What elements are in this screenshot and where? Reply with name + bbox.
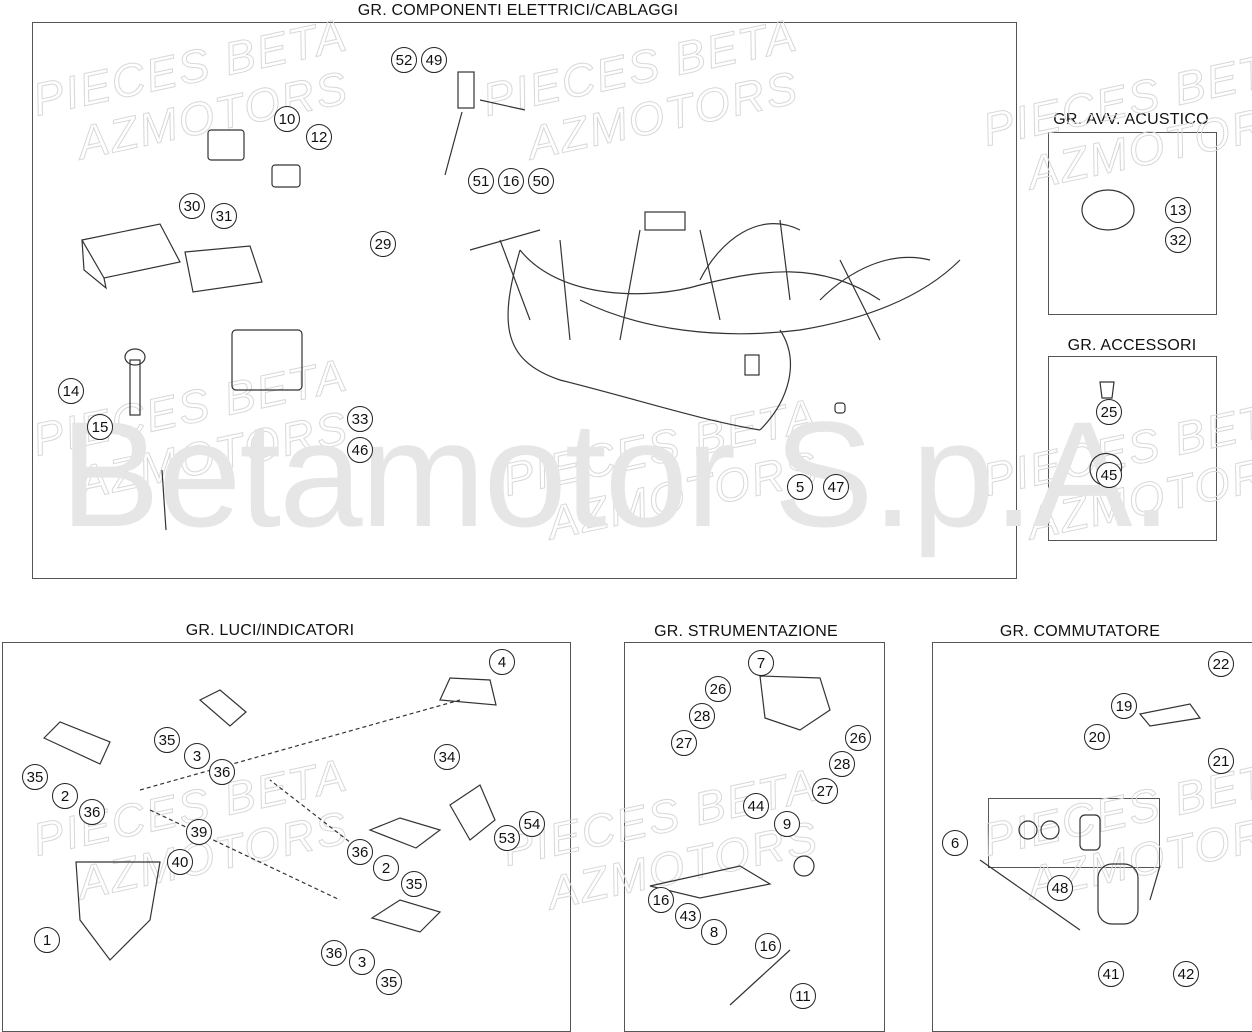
group-title-switch: GR. COMMUTATORE [999,623,1161,640]
part-callout[interactable]: 3 [184,743,210,769]
group-title-lights: GR. LUCI/INDICATORI [185,622,355,639]
part-callout[interactable]: 35 [376,969,402,995]
part-callout[interactable]: 52 [391,47,417,73]
part-callout[interactable]: 14 [58,378,84,404]
part-callout[interactable]: 36 [79,799,105,825]
part-callout[interactable]: 11 [790,983,816,1009]
part-callout[interactable]: 1 [34,927,60,953]
part-callout[interactable]: 31 [211,203,237,229]
part-callout[interactable]: 25 [1096,399,1122,425]
part-callout[interactable]: 53 [494,825,520,851]
part-callout[interactable]: 40 [167,849,193,875]
part-callout[interactable]: 5 [787,474,813,500]
group-title-accessories: GR. ACCESSORI [1067,337,1197,354]
part-callout[interactable]: 3 [349,949,375,975]
part-callout[interactable]: 10 [274,106,300,132]
part-callout[interactable]: 51 [468,168,494,194]
part-callout[interactable]: 16 [648,887,674,913]
part-callout[interactable]: 36 [209,759,235,785]
part-callout[interactable]: 42 [1173,961,1199,987]
group-title-instruments: GR. STRUMENTAZIONE [654,623,838,640]
part-callout[interactable]: 34 [434,744,460,770]
part-callout[interactable]: 19 [1111,693,1137,719]
part-callout[interactable]: 16 [498,168,524,194]
key-set-box [988,798,1160,868]
group-title-electrical: GR. COMPONENTI ELETTRICI/CABLAGGI [357,2,679,19]
part-callout[interactable]: 2 [373,855,399,881]
part-callout[interactable]: 48 [1047,875,1073,901]
part-callout[interactable]: 26 [845,725,871,751]
part-callout[interactable]: 7 [748,650,774,676]
part-callout[interactable]: 49 [421,47,447,73]
part-callout[interactable]: 32 [1165,227,1191,253]
part-callout[interactable]: 28 [689,703,715,729]
part-callout[interactable]: 8 [701,919,727,945]
group-box-accessories [1048,356,1217,541]
part-callout[interactable]: 45 [1096,462,1122,488]
part-callout[interactable]: 33 [347,406,373,432]
part-callout[interactable]: 54 [519,811,545,837]
part-callout[interactable]: 20 [1084,724,1110,750]
part-callout[interactable]: 36 [321,940,347,966]
group-title-horn: GR. AVV. ACUSTICO [1053,111,1209,128]
part-callout[interactable]: 13 [1165,197,1191,223]
part-callout[interactable]: 16 [755,933,781,959]
part-callout[interactable]: 21 [1208,748,1234,774]
part-callout[interactable]: 12 [306,124,332,150]
part-callout[interactable]: 2 [52,783,78,809]
part-callout[interactable]: 15 [87,414,113,440]
group-box-horn [1048,132,1217,315]
part-callout[interactable]: 30 [179,193,205,219]
part-callout[interactable]: 4 [489,649,515,675]
part-callout[interactable]: 50 [528,168,554,194]
part-callout[interactable]: 28 [829,751,855,777]
part-callout[interactable]: 26 [705,676,731,702]
watermark-main: Betamotor S.p.A. [60,390,1172,558]
part-callout[interactable]: 35 [22,764,48,790]
part-callout[interactable]: 35 [154,727,180,753]
part-callout[interactable]: 39 [186,819,212,845]
part-callout[interactable]: 47 [823,474,849,500]
part-callout[interactable]: 36 [347,839,373,865]
part-callout[interactable]: 46 [347,437,373,463]
part-callout[interactable]: 35 [401,871,427,897]
part-callout[interactable]: 41 [1098,961,1124,987]
part-callout[interactable]: 29 [370,231,396,257]
part-callout[interactable]: 43 [675,903,701,929]
part-callout[interactable]: 6 [942,830,968,856]
part-callout[interactable]: 9 [774,811,800,837]
group-box-electrical [32,22,1017,579]
part-callout[interactable]: 22 [1208,651,1234,677]
part-callout[interactable]: 44 [743,793,769,819]
part-callout[interactable]: 27 [671,730,697,756]
part-callout[interactable]: 27 [812,778,838,804]
